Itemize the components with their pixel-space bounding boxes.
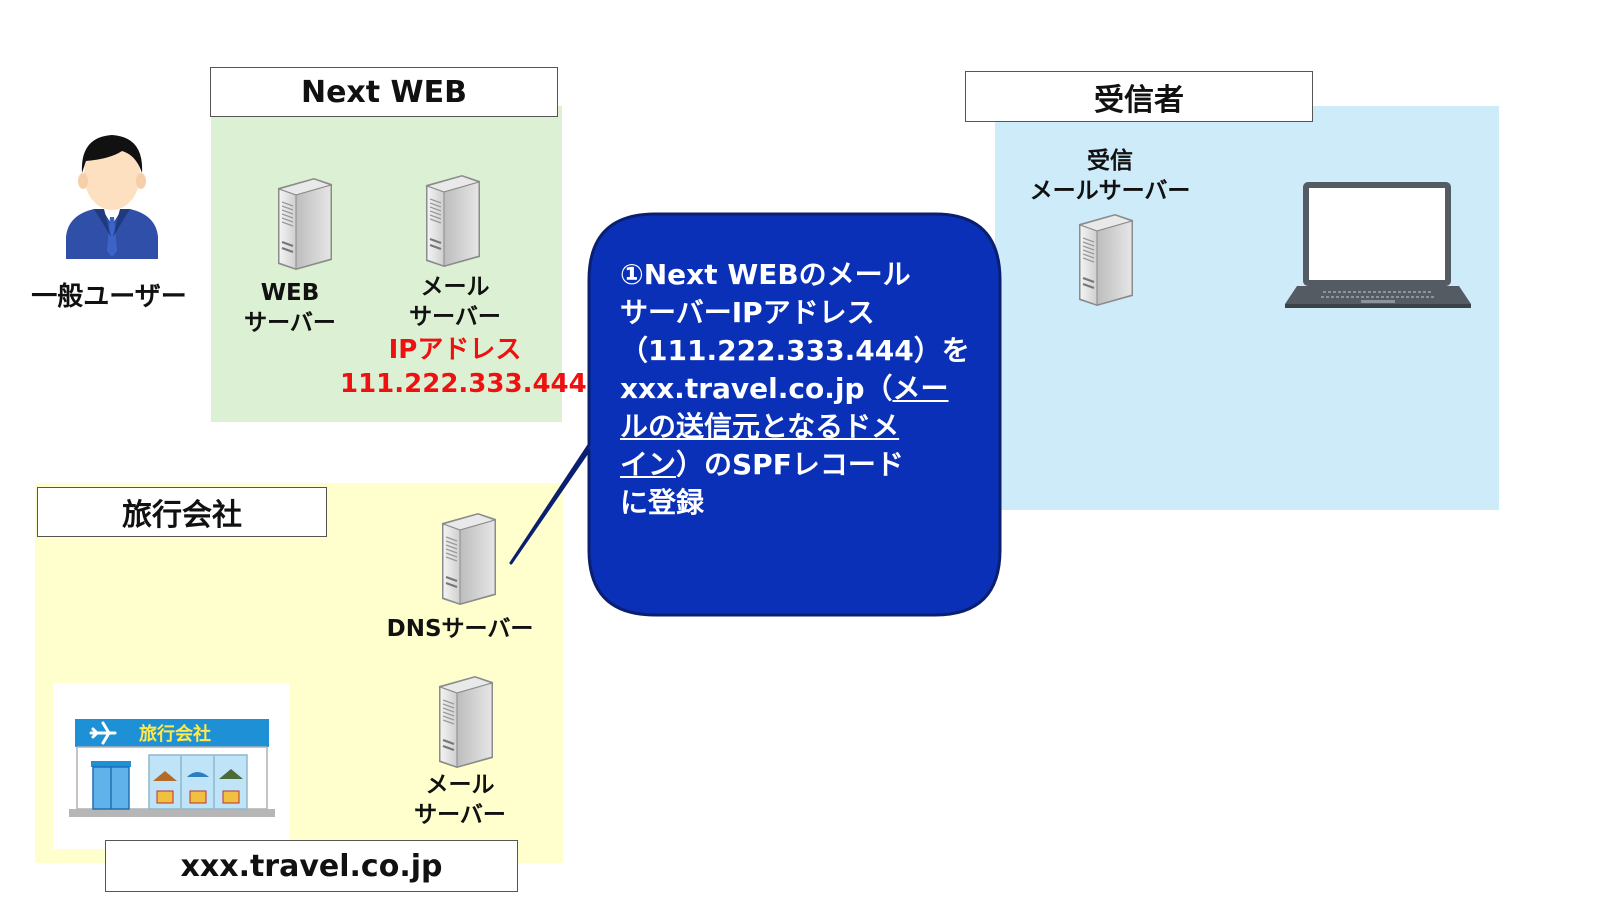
next-web-title: Next WEB (210, 67, 558, 117)
domain-text: xxx.travel.co.jp (180, 848, 443, 884)
travel-shop-sign: 旅行会社 (139, 723, 211, 745)
travel-shop-image: 旅行会社 (53, 683, 290, 849)
travel-mail-server-icon (437, 674, 495, 770)
next-web-title-text: Next WEB (300, 74, 468, 110)
travel-mail-server-label-line1: メール (425, 772, 495, 798)
receiver-mail-server-label-line2: メールサーバー (1029, 178, 1191, 204)
travel-mail-server-label: メール サーバー (400, 770, 520, 830)
receiver-mail-server-label-line1: 受信 (1087, 148, 1133, 174)
callout-bubble (509, 212, 1002, 617)
travel-mail-server-label-line2: サーバー (414, 802, 506, 828)
laptop-icon (1285, 182, 1471, 308)
callout-line6-underlined: イン (620, 448, 677, 481)
callout-text: ①Next WEBのメール サーバーIPアドレス （111.222.333.44… (620, 256, 980, 522)
web-server-label-line2: サーバー (244, 310, 336, 336)
callout-line4-plain: xxx.travel.co.jp（ (620, 372, 893, 405)
callout-line5: ルの送信元となるドメ (620, 408, 980, 446)
dns-server-label: DNSサーバー (386, 616, 534, 642)
web-server-icon (276, 176, 334, 272)
receiver-title-text: 受信者 (1094, 82, 1184, 118)
callout-line2: サーバーIPアドレス (620, 296, 875, 329)
receiver-mail-server-icon (1077, 212, 1135, 308)
callout-line4: xxx.travel.co.jp（メー (620, 370, 980, 408)
callout-line7: に登録 (620, 486, 705, 519)
next-web-mail-server-icon (424, 173, 482, 269)
callout-line6: イン）のSPFレコード (620, 446, 980, 484)
callout-line4-underlined: メー (892, 372, 949, 405)
web-server-label-line1: WEB (260, 280, 320, 306)
user-person-icon (66, 135, 158, 259)
dns-server-icon (440, 511, 498, 607)
receiver-title: 受信者 (965, 71, 1313, 122)
next-web-mail-server-label: メール サーバー (390, 272, 520, 332)
next-web-region (211, 106, 562, 422)
receiver-mail-server-label: 受信 メールサーバー (1010, 146, 1210, 206)
web-server-label: WEB サーバー (230, 278, 350, 338)
next-web-mail-server-label-line2: サーバー (409, 304, 501, 330)
domain-box: xxx.travel.co.jp (105, 840, 518, 892)
callout-line5-underlined: ルの送信元となるドメ (620, 410, 900, 443)
next-web-mail-server-label-line1: メール (420, 274, 490, 300)
travel-company-title: 旅行会社 (37, 487, 327, 537)
ip-address-label: IPアドレス (388, 335, 522, 365)
ip-address-value: 111.222.333.444 (340, 369, 587, 399)
airplane-icon (89, 721, 117, 745)
travel-shop-illustration: 旅行会社 (69, 719, 275, 817)
travel-company-title-text: 旅行会社 (122, 498, 242, 533)
callout-line6-plain: ）のSPFレコード (676, 448, 904, 481)
callout-line1: ①Next WEBのメール (620, 258, 911, 291)
callout-line3: （111.222.333.444）を (620, 334, 970, 367)
user-label: 一般ユーザー (31, 282, 187, 312)
